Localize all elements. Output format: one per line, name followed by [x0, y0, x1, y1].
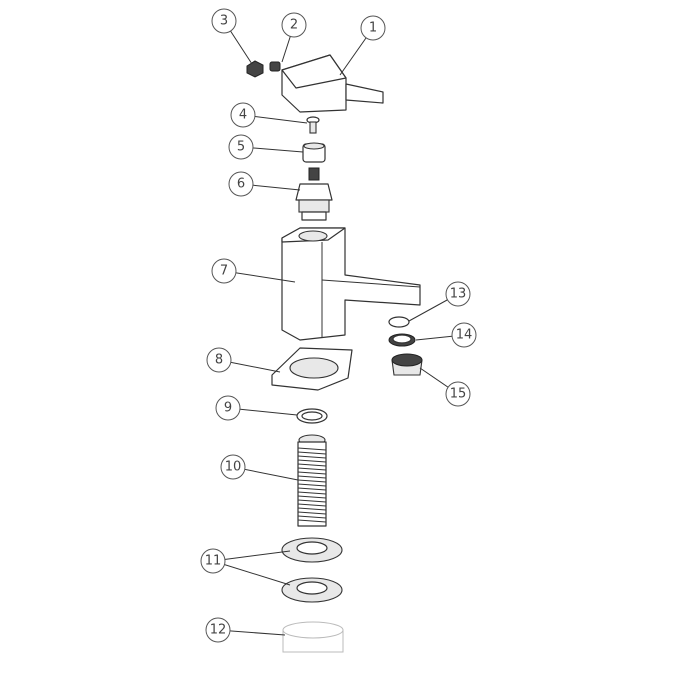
callout-4: 4	[230, 102, 256, 128]
callout-circle	[360, 15, 386, 41]
callout-number: 8	[215, 353, 223, 368]
part-1-handle	[281, 54, 384, 113]
part-13-seal	[388, 316, 410, 328]
callout-circle	[445, 381, 471, 407]
callout-10: 10	[220, 454, 246, 480]
callout-circle	[200, 548, 226, 574]
callout-circle	[211, 258, 237, 284]
callout-number: 13	[450, 287, 467, 302]
callout-2: 2	[281, 12, 307, 38]
callout-14: 14	[451, 322, 477, 348]
callout-circle	[281, 12, 307, 38]
leader-line	[212, 560, 291, 586]
callout-number: 2	[290, 18, 298, 33]
callout-12: 12	[205, 617, 231, 643]
part-12-backnut	[282, 621, 344, 653]
part-7-body	[281, 227, 421, 341]
part-5-adaptor	[302, 142, 326, 163]
callout-number: 12	[210, 623, 227, 638]
part-2-grub-screw	[269, 61, 281, 72]
callout-number: 6	[237, 177, 245, 192]
callout-number: 4	[239, 108, 247, 123]
callout-number: 9	[224, 401, 232, 416]
callout-7: 7	[211, 258, 237, 284]
leader-line	[212, 550, 291, 562]
callout-number: 3	[220, 14, 228, 29]
part-6-cartridge	[295, 167, 333, 221]
callout-number: 11	[205, 554, 222, 569]
callout-number: 10	[225, 460, 242, 475]
callout-circle	[228, 134, 254, 160]
callout-circle	[228, 171, 254, 197]
callout-circle	[215, 395, 241, 421]
callout-number: 1	[369, 21, 377, 36]
part-11-washers	[281, 537, 343, 603]
callout-6: 6	[228, 171, 254, 197]
callout-3: 3	[211, 8, 237, 34]
part-9-washer	[296, 408, 328, 424]
callout-circle	[451, 322, 477, 348]
part-8-base-plate	[271, 347, 353, 391]
callout-9: 9	[215, 395, 241, 421]
callout-1: 1	[360, 15, 386, 41]
callout-circle	[211, 8, 237, 34]
callout-circle	[230, 102, 256, 128]
callout-number: 15	[450, 387, 467, 402]
callout-15: 15	[445, 381, 471, 407]
callout-5: 5	[228, 134, 254, 160]
part-3-cap	[246, 60, 264, 78]
part-4-screw	[306, 116, 320, 134]
callout-11: 11	[200, 548, 226, 574]
part-10-threaded-shank	[297, 434, 327, 527]
callout-8: 8	[206, 347, 232, 373]
callout-number: 5	[237, 140, 245, 155]
callout-circle	[220, 454, 246, 480]
callout-number: 7	[220, 264, 228, 279]
part-15-aerator-housing	[391, 353, 423, 376]
callout-13: 13	[445, 281, 471, 307]
callout-number: 14	[456, 328, 473, 343]
part-14-aerator	[388, 333, 416, 347]
callout-circle	[445, 281, 471, 307]
callout-circle	[206, 347, 232, 373]
callout-circle	[205, 617, 231, 643]
